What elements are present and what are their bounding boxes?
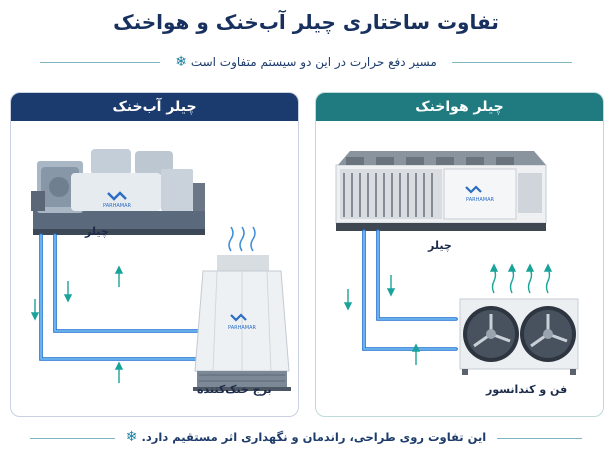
divider-line [452, 62, 572, 63]
chiller-label: چیلر [428, 239, 452, 252]
flow-arrows [343, 275, 421, 365]
footer-row: این تفاوت روی طراحی، راندمان و نگهداری ا… [30, 428, 582, 448]
water-cooled-diagram: PARHAMAR PARHAMAR [30, 149, 291, 391]
steam-icon [228, 226, 256, 252]
heat-arrow-icon [489, 263, 553, 294]
subtitle-row: مسیر دفع حرارت در این دو سیستم متفاوت اس… [40, 52, 572, 74]
subtitle: مسیر دفع حرارت در این دو سیستم متفاوت اس… [170, 54, 442, 70]
water-cooled-chiller-image: PARHAMAR [31, 149, 205, 235]
subtitle-text: مسیر دفع حرارت در این دو سیستم متفاوت اس… [190, 55, 437, 69]
cooling-tower-image: PARHAMAR [193, 255, 291, 391]
air-cooled-chiller-image: PARHAMAR [335, 151, 547, 231]
chiller-brand-logo: PARHAMAR [103, 203, 132, 209]
snowflake-icon: ❄ [175, 54, 187, 70]
tower-brand-logo: PARHAMAR [228, 325, 257, 331]
cooling-tower-label: برج خنک‌کننده [197, 383, 272, 396]
divider-line [497, 438, 582, 439]
divider-line [40, 62, 160, 63]
footer-note: این تفاوت روی طراحی، راندمان و نگهداری ا… [125, 429, 487, 445]
snowflake-icon: ❄ [125, 429, 138, 445]
divider-line [30, 438, 115, 439]
flow-arrows [30, 265, 124, 383]
pipe-network [39, 233, 209, 361]
air-chiller-brand-logo: PARHAMAR [466, 197, 495, 203]
condenser-fan-image [459, 298, 579, 375]
condenser-label: فن و کندانسور [486, 383, 568, 396]
chiller-label: چیلر [85, 225, 109, 238]
water-cooled-panel: چیلر آب‌خنک PARHAMAR [10, 92, 299, 417]
pipe-network [362, 229, 458, 351]
air-cooled-diagram: PARHAMAR [335, 151, 579, 375]
water-cooled-header: چیلر آب‌خنک [11, 93, 298, 121]
fan-grille [343, 173, 433, 217]
air-cooled-panel: چیلر هواخنک PARHAMAR [315, 92, 604, 417]
page-title: تفاوت ساختاری چیلر آب‌خنک و هواخنک [113, 10, 499, 34]
air-cooled-header: چیلر هواخنک [316, 93, 603, 121]
footer-text: این تفاوت روی طراحی، راندمان و نگهداری ا… [141, 430, 487, 444]
